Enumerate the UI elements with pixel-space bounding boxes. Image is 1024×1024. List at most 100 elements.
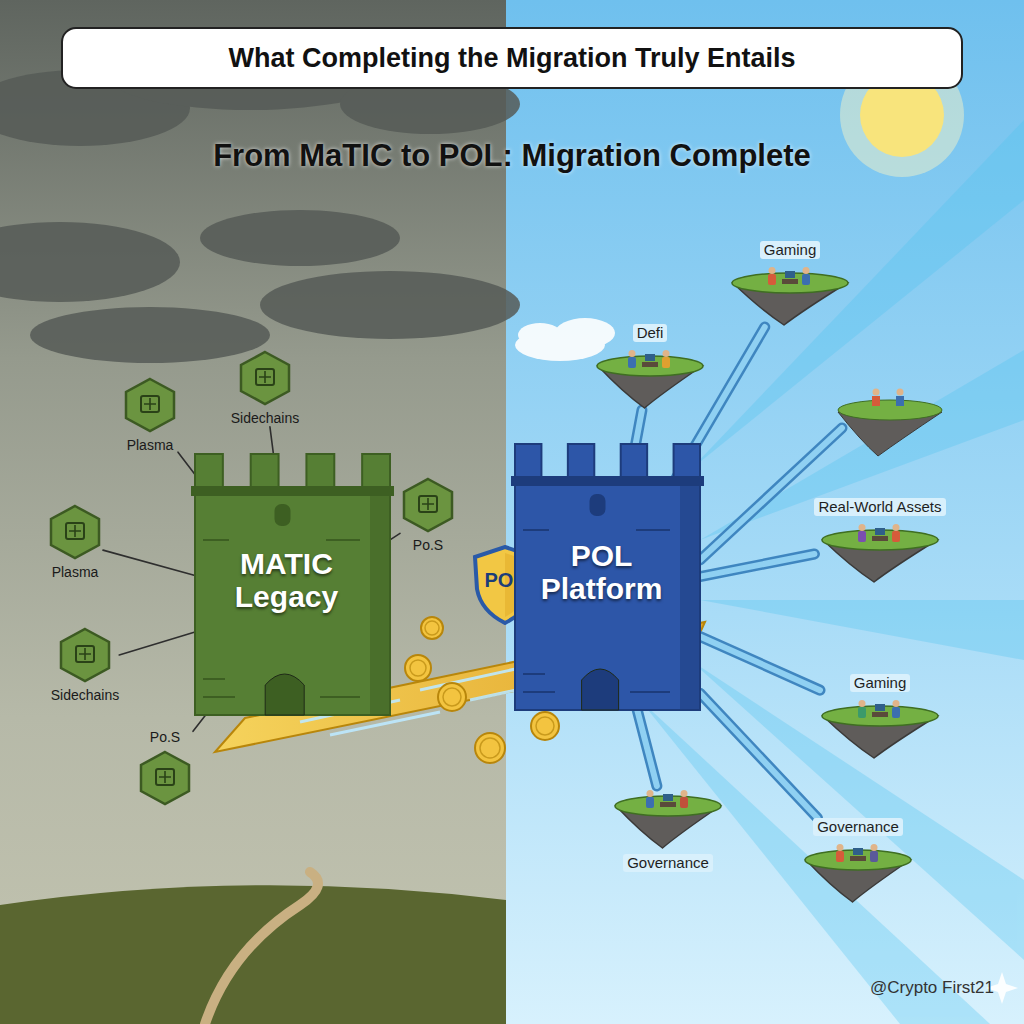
island-screen	[663, 794, 673, 801]
island-screen	[645, 354, 655, 361]
island-desk	[782, 279, 798, 284]
hex-symbol	[141, 396, 159, 412]
pipe-highlight	[700, 636, 820, 690]
hex-icon-node: Plasma	[47, 504, 103, 581]
hex-outline	[141, 752, 189, 804]
decor-circle	[421, 617, 443, 639]
hex-icon-node: Po.S	[400, 477, 456, 554]
hex-shape	[57, 627, 113, 683]
decor-ellipse	[518, 323, 562, 347]
floating-island: Gaming	[730, 241, 850, 327]
decor-circle	[536, 717, 554, 735]
hex-symbol-line	[79, 648, 91, 660]
island-shape	[613, 786, 723, 850]
hex-icon-node: Plasma	[122, 377, 178, 454]
person-head	[803, 267, 810, 274]
person-body	[680, 797, 688, 808]
castle-door	[265, 674, 304, 715]
castle-node: MATIC Legacy	[195, 490, 390, 715]
decor-ellipse	[200, 210, 400, 266]
connector-group	[637, 710, 657, 786]
pipe-connector	[700, 693, 818, 818]
hex-outline	[51, 506, 99, 558]
hex-outline	[241, 352, 289, 404]
hex-outline	[61, 629, 109, 681]
decor-circle	[475, 733, 505, 763]
hex-symbol-line	[159, 771, 171, 783]
castle-door	[582, 669, 619, 710]
castle-body	[515, 480, 700, 710]
pipe-highlight	[700, 693, 818, 818]
castle-label: MATIC Legacy	[205, 547, 368, 613]
decor-circle	[480, 738, 500, 758]
pipe-connector	[700, 636, 820, 690]
hex-shape	[137, 750, 193, 806]
title-box: What Completing the Migration Truly Enta…	[62, 28, 962, 88]
hex-symbol	[256, 369, 274, 385]
floating-island: Gaming	[820, 674, 940, 760]
pipe-highlight	[637, 710, 657, 786]
floating-island: Defi	[595, 324, 705, 410]
island-shape	[730, 263, 850, 327]
hex-outline	[404, 479, 452, 531]
island-label: Defi	[633, 324, 668, 342]
connector-group	[700, 636, 820, 690]
hex-symbol	[156, 769, 174, 785]
connector-line	[193, 715, 206, 731]
connector-group	[193, 715, 206, 731]
decor-ellipse	[555, 318, 615, 348]
island-desk	[642, 362, 658, 367]
island-shape	[820, 520, 940, 584]
decor-polygon	[700, 600, 1024, 660]
decor-circle	[531, 712, 559, 740]
decor-circle	[897, 389, 904, 396]
castle-window	[275, 504, 291, 526]
island-label: Real-World Assets	[814, 498, 945, 516]
person-head	[681, 790, 688, 797]
person-body	[858, 531, 866, 542]
castle-label: POL Platform	[525, 539, 678, 605]
hex-shape	[400, 477, 456, 533]
hex-icon-node: Sidechains	[231, 350, 300, 427]
hex-symbol-line	[422, 498, 434, 510]
decor-circle	[410, 660, 426, 676]
island-desk	[850, 856, 866, 861]
subtitle: From MaTIC to POL: Migration Complete	[0, 138, 1024, 174]
pipe-connector	[700, 554, 814, 577]
island-label: Governance	[623, 854, 713, 872]
decor-ellipse	[260, 271, 520, 339]
island-shape	[595, 346, 705, 410]
person-head	[871, 844, 878, 851]
hex-shape	[237, 350, 293, 406]
decor-rect	[872, 396, 880, 406]
storm-clouds	[0, 46, 520, 363]
person-head	[893, 700, 900, 707]
pipe-highlight	[700, 554, 814, 577]
connector-group	[119, 632, 195, 655]
connector-group	[700, 693, 818, 818]
person-body	[628, 357, 636, 368]
person-body	[662, 357, 670, 368]
castle-side	[370, 490, 390, 715]
hex-label: Sidechains	[231, 410, 300, 427]
light-beams	[640, 120, 1024, 1024]
person-body	[836, 851, 844, 862]
pipe-connector	[637, 710, 657, 786]
hex-label: Po.S	[413, 537, 443, 554]
decor-path	[700, 428, 842, 560]
island-desk	[872, 536, 888, 541]
floating-island: Real-World Assets	[814, 498, 945, 584]
decor-circle	[405, 655, 431, 681]
hex-label: Sidechains	[51, 687, 120, 704]
person-head	[837, 844, 844, 851]
floating-island: Governance	[803, 818, 913, 904]
person-head	[647, 790, 654, 797]
person-head	[892, 524, 899, 531]
decor-circle	[438, 683, 466, 711]
decor-circle	[425, 621, 439, 635]
hex-label: Po.S	[150, 729, 180, 746]
person-head	[769, 267, 776, 274]
title: What Completing the Migration Truly Enta…	[228, 43, 795, 74]
hex-label: Plasma	[127, 437, 174, 454]
